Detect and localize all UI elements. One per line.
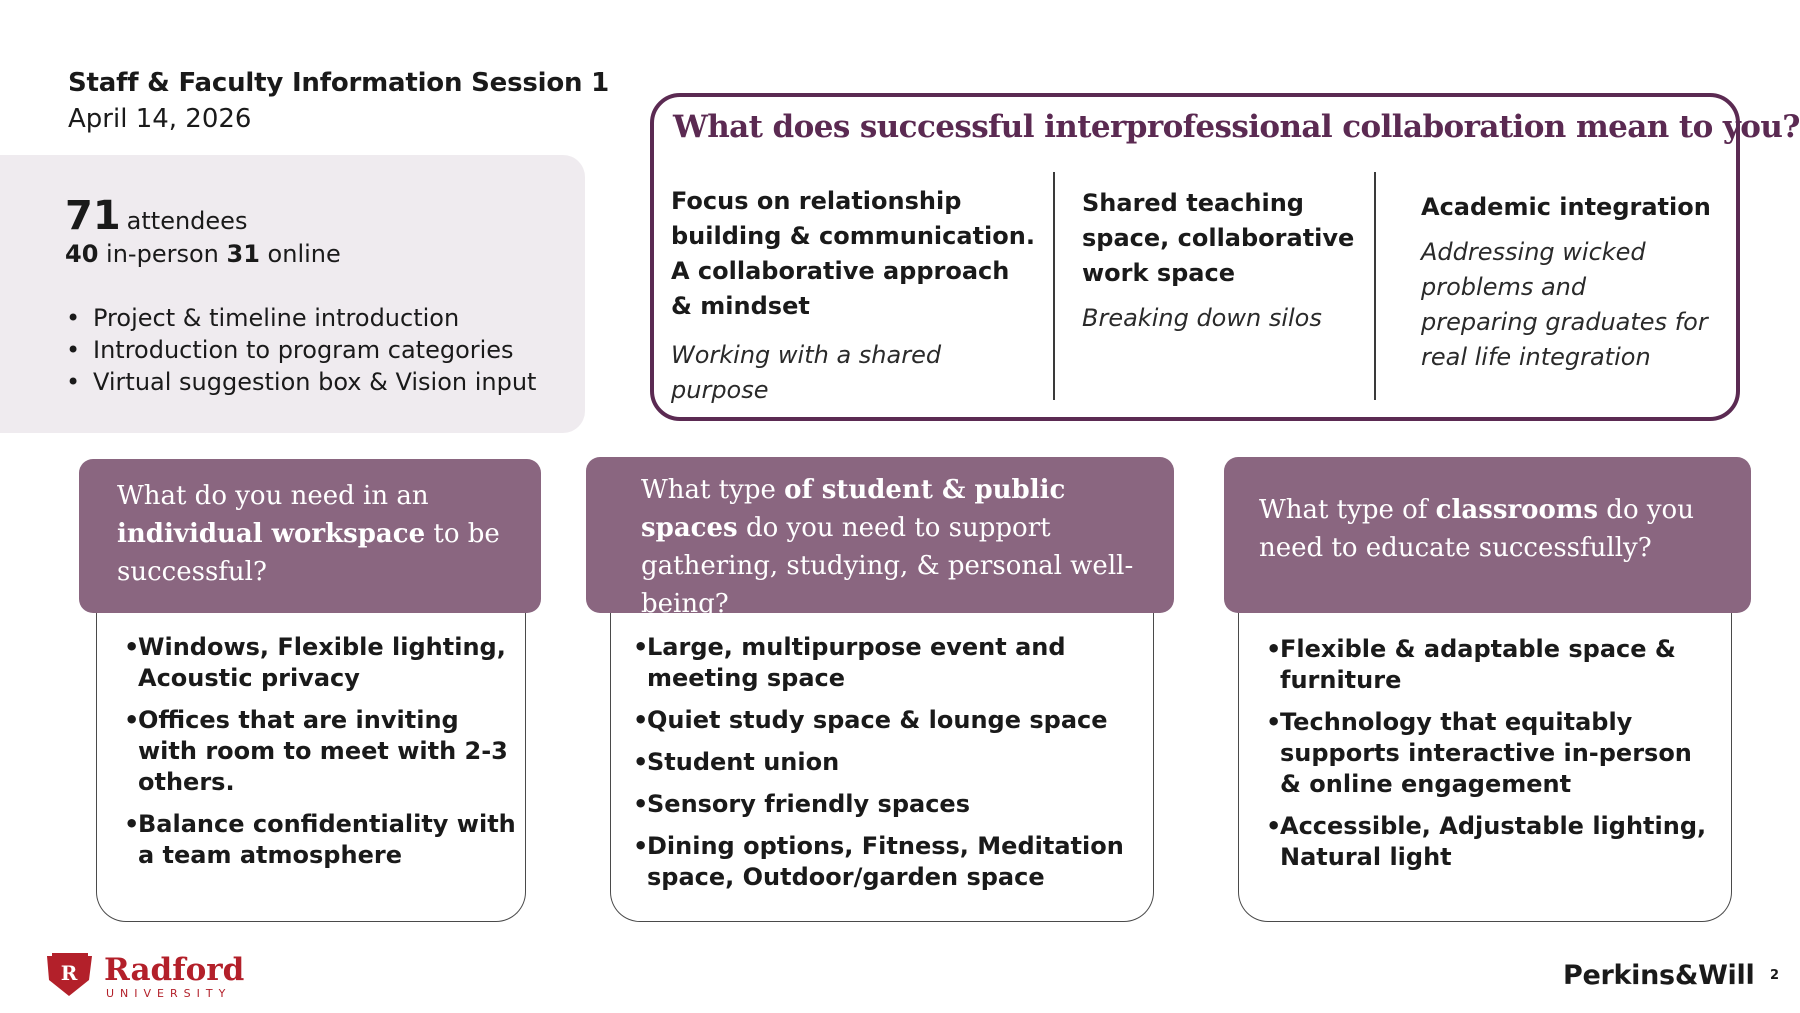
attendee-breakdown: 40 in-person 31 online xyxy=(65,240,341,268)
heading-line: building & communication. xyxy=(671,222,1035,250)
agenda-item: Virtual suggestion box & Vision input xyxy=(66,366,536,398)
note-line: real life integration xyxy=(1421,343,1651,371)
question-emphasis: individual workspace xyxy=(117,519,426,549)
heading-line: & mindset xyxy=(671,292,810,320)
heading-line: A collaborative approach xyxy=(671,257,1010,285)
collab-column-note: Working with a shared purpose xyxy=(671,338,1041,408)
answer-item: Windows, Flexible lighting, Acoustic pri… xyxy=(124,632,519,694)
workspace-card-body: Windows, Flexible lighting, Acoustic pri… xyxy=(96,612,526,922)
answer-item: Flexible & adaptable space & furniture xyxy=(1266,634,1721,696)
collaboration-title: What does successful interprofessional c… xyxy=(673,109,1800,145)
session-title: Staff & Faculty Information Session 1 xyxy=(68,68,610,98)
answer-item: Accessible, Adjustable lighting, Natural… xyxy=(1266,811,1721,873)
workspace-question-header: What do you need in an individual worksp… xyxy=(79,459,541,613)
note-line: Breaking down silos xyxy=(1082,304,1322,332)
question-text: to be successful? xyxy=(117,519,500,587)
in-person-label: in-person xyxy=(106,240,219,268)
collab-column-3: Academic integration Addressing wicked p… xyxy=(1421,190,1731,375)
logo-subtitle: UNIVERSITY xyxy=(106,987,231,1000)
agenda-item: Introduction to program categories xyxy=(66,334,536,366)
note-line: Working with a shared xyxy=(671,341,942,369)
question-text: do you need to support gathering, studyi… xyxy=(641,513,1134,619)
column-divider xyxy=(1374,172,1376,400)
column-divider xyxy=(1053,172,1055,400)
logo-mark: R xyxy=(61,961,78,985)
classrooms-question-header: What type of classrooms do you need to e… xyxy=(1224,457,1751,613)
answer-item: Sensory friendly spaces xyxy=(633,789,1148,820)
collab-column-note: Addressing wicked problems and preparing… xyxy=(1421,235,1731,375)
shield-icon xyxy=(47,956,92,996)
online-count: 31 xyxy=(226,240,260,268)
agenda-item: Project & timeline introduction xyxy=(66,302,536,334)
heading-line: Shared teaching xyxy=(1082,189,1304,217)
attendee-count: 71 xyxy=(65,193,121,239)
answer-item: Dining options, Fitness, Meditation spac… xyxy=(633,831,1148,893)
in-person-count: 40 xyxy=(65,240,99,268)
classrooms-card-body: Flexible & adaptable space & furniture T… xyxy=(1238,612,1732,922)
collab-column-heading: Focus on relationship building & communi… xyxy=(671,184,1041,324)
answer-item: Student union xyxy=(633,747,1148,778)
heading-line: Focus on relationship xyxy=(671,187,962,215)
public-spaces-question-header: What type of student & public spaces do … xyxy=(586,457,1174,619)
partner-logo: Perkins&Will xyxy=(1563,960,1755,991)
question-text: What type xyxy=(641,475,776,505)
collab-column-heading: Shared teaching space, collaborative wor… xyxy=(1082,186,1367,291)
workspace-answer-list: Windows, Flexible lighting, Acoustic pri… xyxy=(124,632,519,882)
answer-item: Offices that are inviting with room to m… xyxy=(124,705,519,798)
question-emphasis: classrooms xyxy=(1435,495,1599,525)
collab-column-note: Breaking down silos xyxy=(1082,301,1367,336)
page-number: 2 xyxy=(1770,968,1780,983)
classrooms-answer-list: Flexible & adaptable space & furniture T… xyxy=(1266,634,1721,884)
collab-column-1: Focus on relationship building & communi… xyxy=(671,184,1041,408)
note-line: Addressing wicked xyxy=(1421,238,1646,266)
session-date: April 14, 2026 xyxy=(68,104,252,134)
public-spaces-card-body: Large, multipurpose event and meeting sp… xyxy=(610,612,1154,922)
question-text: What do you need in an xyxy=(117,481,429,511)
answer-item: Large, multipurpose event and meeting sp… xyxy=(633,632,1148,694)
answer-item: Technology that equitably supports inter… xyxy=(1266,707,1721,800)
collab-column-heading: Academic integration xyxy=(1421,190,1731,225)
question-emphasis: of student & public spaces xyxy=(641,475,1066,543)
heading-line: Academic integration xyxy=(1421,193,1711,221)
heading-line: space, collaborative xyxy=(1082,224,1355,252)
collab-column-2: Shared teaching space, collaborative wor… xyxy=(1082,186,1367,336)
heading-line: work space xyxy=(1082,259,1235,287)
answer-item: Balance confidentiality with a team atmo… xyxy=(124,809,519,871)
logo-wordmark: Radford xyxy=(104,952,244,988)
note-line: purpose xyxy=(671,376,769,404)
note-line: problems and xyxy=(1421,273,1587,301)
public-spaces-answer-list: Large, multipurpose event and meeting sp… xyxy=(633,632,1148,904)
radford-logo: R Radford UNIVERSITY xyxy=(47,952,244,1000)
online-label: online xyxy=(267,240,341,268)
question-text: What type of xyxy=(1259,495,1428,525)
collaboration-box xyxy=(650,93,1740,421)
note-line: preparing graduates for xyxy=(1421,308,1708,336)
question-text: do you need to educate successfully? xyxy=(1259,495,1694,563)
agenda-list: Project & timeline introduction Introduc… xyxy=(66,302,536,398)
answer-item: Quiet study space & lounge space xyxy=(633,705,1148,736)
attendee-label: attendees xyxy=(126,207,248,235)
